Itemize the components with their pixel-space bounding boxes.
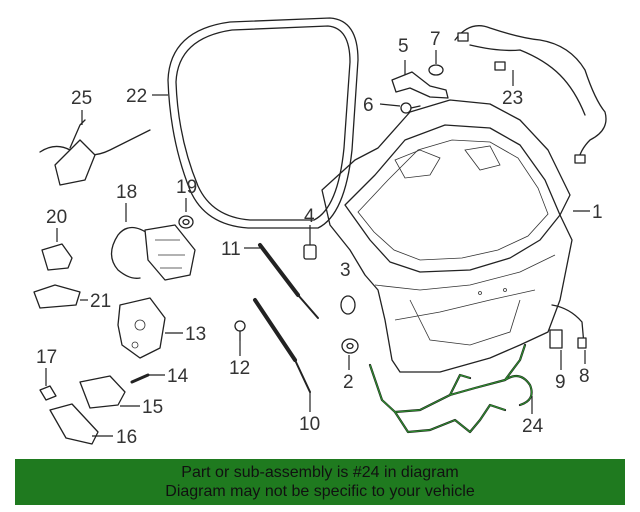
- callout-17: 17: [36, 347, 57, 368]
- part-1-liftgate[interactable]: [321, 99, 573, 373]
- part-12-bolt[interactable]: [234, 320, 246, 341]
- part-3-seal[interactable]: [340, 295, 356, 315]
- callout-8: 8: [579, 366, 590, 387]
- callout-16: 16: [116, 427, 137, 448]
- callout-15: 15: [142, 397, 163, 418]
- part-6-bolt[interactable]: [400, 102, 421, 114]
- callout-4: 4: [304, 206, 315, 227]
- part-5-hinge[interactable]: [391, 71, 449, 99]
- part-18-latch[interactable]: [110, 224, 196, 281]
- callout-19: 19: [176, 177, 197, 198]
- part-17-clip[interactable]: [39, 385, 57, 401]
- part-24-harness[interactable]: [368, 343, 533, 434]
- parts-diagram: 1 2 3 4 5 6 7 8 9 10 11 12 13 14 15 16 1…: [33, 17, 607, 448]
- callout-12: 12: [229, 358, 250, 379]
- callout-22: 22: [126, 86, 147, 107]
- part-7-nut[interactable]: [428, 64, 444, 76]
- callout-11: 11: [221, 239, 241, 260]
- callout-21: 21: [90, 291, 111, 312]
- part-16-plate[interactable]: [49, 403, 99, 445]
- part-19-grommet[interactable]: [178, 215, 194, 229]
- callout-20: 20: [46, 207, 67, 228]
- callout-2: 2: [343, 372, 354, 393]
- info-banner: Part or sub-assembly is #24 in diagram D…: [15, 459, 625, 505]
- callout-9: 9: [555, 372, 566, 393]
- callout-18: 18: [116, 182, 137, 203]
- part-9-bracket[interactable]: [549, 329, 563, 349]
- callout-1: 1: [592, 202, 603, 223]
- part-8-sensor[interactable]: [551, 304, 587, 349]
- part-22-weatherstrip[interactable]: [167, 17, 359, 229]
- callout-25: 25: [71, 88, 92, 109]
- callout-14: 14: [167, 366, 189, 387]
- part-14-pin[interactable]: [130, 373, 150, 384]
- callout-10: 10: [299, 414, 320, 435]
- banner-line-1: Part or sub-assembly is #24 in diagram: [181, 464, 459, 481]
- callout-7: 7: [430, 29, 441, 50]
- callout-3: 3: [340, 260, 351, 281]
- part-20-switch[interactable]: [41, 243, 73, 271]
- callout-13: 13: [185, 324, 206, 345]
- callout-5: 5: [398, 36, 409, 57]
- part-25-harness[interactable]: [39, 119, 151, 186]
- part-23-harness[interactable]: [454, 25, 607, 164]
- part-15-bracket[interactable]: [79, 375, 126, 409]
- part-2-bumper[interactable]: [341, 338, 359, 354]
- callout-23: 23: [502, 88, 523, 109]
- part-4-bumper[interactable]: [303, 244, 317, 260]
- callout-24: 24: [522, 416, 544, 437]
- part-10-strut[interactable]: [253, 298, 311, 393]
- callout-leaders: [45, 50, 590, 437]
- part-13-actuator[interactable]: [117, 297, 166, 359]
- part-21-handle[interactable]: [33, 284, 81, 309]
- callout-6: 6: [363, 95, 374, 116]
- banner-line-2: Diagram may not be specific to your vehi…: [165, 483, 475, 500]
- part-11-strut[interactable]: [258, 243, 319, 319]
